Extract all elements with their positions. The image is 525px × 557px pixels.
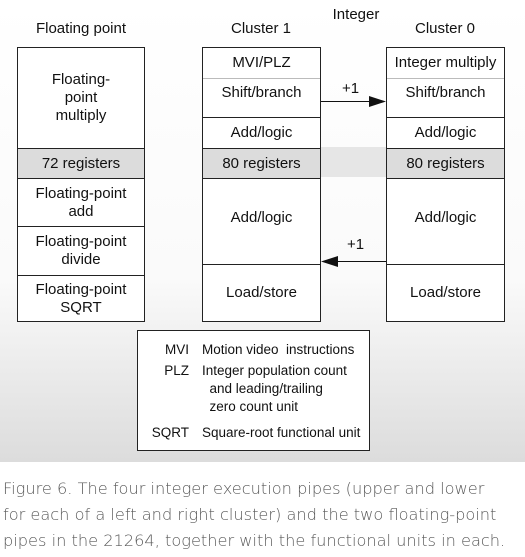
fp-add-line2: add	[68, 202, 94, 220]
cluster1-register-file: 80 registers	[203, 148, 320, 178]
fp-register-label: 72 registers	[41, 154, 121, 172]
cluster0-shift-branch-unit: Shift/branch	[387, 78, 504, 117]
legend-desc-sqrt: Square-root functional unit	[202, 425, 361, 440]
cluster0-register-label: 80 registers	[406, 154, 485, 172]
legend-desc-plz-1: Integer population count	[202, 363, 347, 378]
lower-arrow-line	[336, 261, 386, 262]
fp-sqrt-unit: Floating-point SQRT	[18, 275, 144, 321]
fp-divide-line1: Floating-point	[35, 233, 127, 250]
floating-point-column: Floating- point multiply 72 registers Fl…	[17, 47, 145, 322]
fp-multiply-unit: Floating- point multiply	[18, 48, 144, 148]
cluster1-shift-branch-label: Shift/branch	[221, 84, 302, 101]
cluster1-add-logic-lower-unit: Add/logic	[203, 178, 320, 264]
cluster1-header: Cluster 1	[230, 20, 292, 37]
fp-add-line1: Floating-point	[35, 184, 127, 202]
cluster0-add-logic-lower-label: Add/logic	[414, 208, 477, 226]
legend-desc-plz-3: zero count unit	[202, 399, 299, 414]
caption-line-2: for each of a left and right cluster) an…	[3, 505, 497, 524]
cluster0-load-store-label: Load/store	[410, 284, 481, 301]
legend-row-plz: PLZ Integer population count and leading…	[138, 363, 369, 419]
fp-sqrt-line1: Floating-point	[35, 280, 127, 298]
cluster0-add-logic-lower-unit: Add/logic	[387, 178, 504, 264]
legend-row-mvi: MVI Motion video instructions	[138, 342, 369, 360]
cluster0-load-store-unit: Load/store	[387, 264, 504, 321]
cluster0-register-file: 80 registers	[387, 148, 504, 178]
caption-line-1: Figure 6. The four integer execution pip…	[3, 479, 485, 498]
legend: MVI Motion video instructions PLZ Intege…	[137, 330, 370, 451]
cluster1-add-logic-lower-label: Add/logic	[230, 208, 293, 226]
fp-multiply-line3: multiply	[55, 107, 107, 124]
cluster1-column: MVI/PLZ Shift/branch Add/logic 80 regist…	[202, 47, 321, 322]
cluster0-header: Cluster 0	[414, 20, 476, 37]
fp-register-file: 72 registers	[18, 148, 144, 178]
fp-add-unit: Floating-point add	[18, 178, 144, 226]
cluster0-integer-multiply-label: Integer multiply	[394, 54, 497, 71]
caption-line-3: pipes in the 21264, together with the fu…	[3, 531, 506, 550]
floating-point-header: Floating point	[35, 20, 127, 37]
cluster0-shift-branch-label: Shift/branch	[405, 84, 486, 101]
cluster0-add-logic-upper-unit: Add/logic	[387, 117, 504, 148]
register-band	[320, 147, 387, 177]
pipeline-diagram: Floating point Cluster 1 Integer Cluster…	[0, 0, 525, 462]
legend-desc-plz-2: and leading/trailing	[202, 381, 323, 396]
cluster1-mvi-plz-unit: MVI/PLZ	[203, 48, 320, 78]
upper-arrow-head-icon	[369, 96, 386, 107]
legend-abbr-plz: PLZ	[164, 363, 189, 378]
cluster1-shift-branch-unit: Shift/branch	[203, 78, 320, 117]
cluster0-integer-multiply-unit: Integer multiply	[387, 48, 504, 78]
cluster1-add-logic-upper-unit: Add/logic	[203, 117, 320, 148]
fp-divide-unit: Floating-point divide	[18, 226, 144, 275]
lower-arrow-label: +1	[347, 236, 365, 253]
cluster0-column: Integer multiply Shift/branch Add/logic …	[386, 47, 505, 322]
cluster1-mvi-plz-label: MVI/PLZ	[232, 54, 291, 71]
cluster1-add-logic-upper-label: Add/logic	[230, 124, 293, 141]
legend-abbr-sqrt: SQRT	[151, 425, 189, 440]
fp-sqrt-line2: SQRT	[60, 298, 102, 316]
cluster1-load-store-unit: Load/store	[203, 264, 320, 321]
fp-multiply-line2: point	[64, 89, 98, 106]
cluster1-load-store-label: Load/store	[226, 284, 297, 301]
fp-multiply-line1: Floating-	[51, 71, 111, 88]
figure-caption: Figure 6. The four integer execution pip…	[3, 476, 523, 554]
cluster1-register-label: 80 registers	[222, 154, 301, 172]
legend-row-sqrt: SQRT Square-root functional unit	[138, 425, 369, 443]
cluster0-add-logic-upper-label: Add/logic	[414, 124, 477, 141]
upper-arrow-label: +1	[342, 80, 360, 97]
legend-abbr-mvi: MVI	[164, 342, 189, 357]
lower-arrow-head-icon	[321, 256, 338, 267]
legend-desc-mvi: Motion video instructions	[202, 342, 355, 357]
integer-header: Integer	[332, 6, 380, 23]
upper-arrow-line	[321, 101, 371, 102]
fp-divide-line2: divide	[61, 251, 101, 268]
